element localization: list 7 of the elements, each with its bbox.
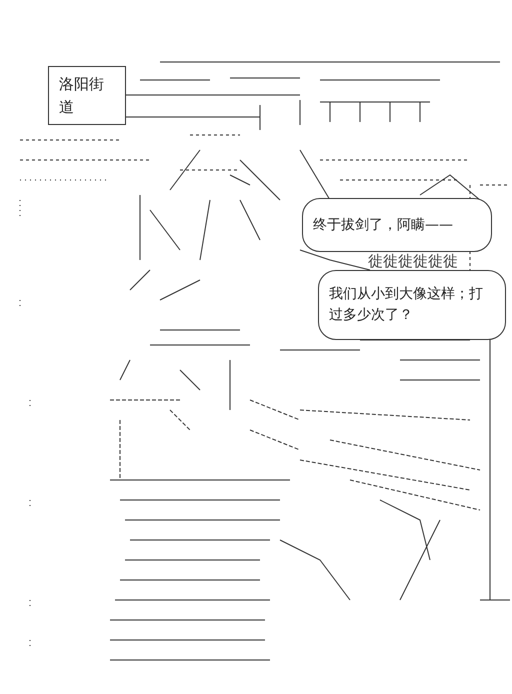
speech-text: 洛阳街道 [59, 74, 105, 118]
speech-bubble [302, 198, 492, 252]
speech-text: 我们从小到大像这样；打过多少次了？ [329, 285, 484, 325]
sound-effect-text: 徙徙徙徙徙徙 [368, 252, 458, 271]
speech-text: 终于拔剑了，阿瞒—— [313, 216, 454, 234]
street-sign [48, 66, 126, 125]
speech-bubble [318, 270, 506, 340]
